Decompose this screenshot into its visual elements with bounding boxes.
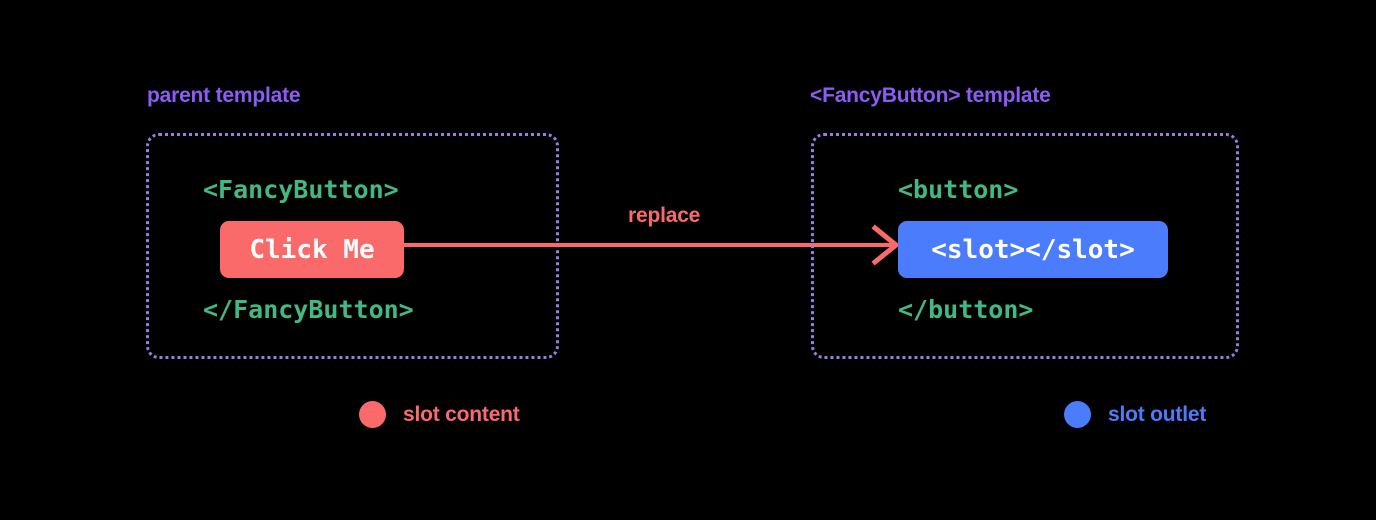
replace-arrow-label: replace xyxy=(628,204,701,227)
legend-item-slot-outlet: slot outlet xyxy=(1064,401,1206,428)
code-close-tag-button: </button> xyxy=(898,295,1034,324)
parent-template-heading: parent template xyxy=(147,84,301,107)
circle-icon xyxy=(359,401,386,428)
slot-content-pill[interactable]: Click Me xyxy=(220,221,404,278)
circle-icon xyxy=(1064,401,1091,428)
arrow-head xyxy=(871,224,900,266)
code-open-tag-button: <button> xyxy=(898,175,1019,204)
legend-item-slot-content: slot content xyxy=(359,401,520,428)
fancybutton-template-heading: <FancyButton> template xyxy=(810,84,1051,107)
code-close-tag-fancybutton: </FancyButton> xyxy=(203,295,414,324)
fancybutton-template-box xyxy=(811,133,1239,359)
legend-label-slot-outlet: slot outlet xyxy=(1108,402,1207,426)
slot-outlet-pill[interactable]: <slot></slot> xyxy=(898,221,1168,278)
legend-label-slot-content: slot content xyxy=(403,402,520,426)
code-open-tag-fancybutton: <FancyButton> xyxy=(203,175,399,204)
